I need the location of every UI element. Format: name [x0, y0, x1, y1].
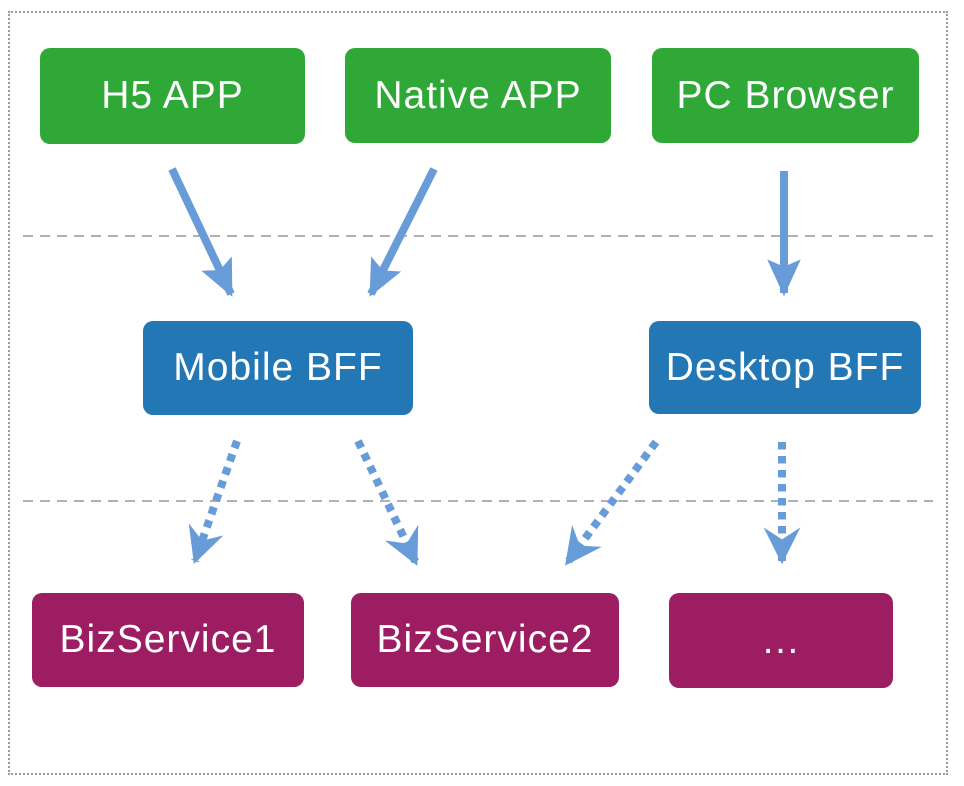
- node-native-app: Native APP: [345, 48, 611, 143]
- edge-nativeapp-to-mobilebff: [367, 167, 438, 297]
- node-desktop-bff: Desktop BFF: [649, 321, 921, 414]
- node-bizservice2: BizService2: [351, 593, 619, 687]
- edge-desktopbff-to-bizservice2: [563, 439, 660, 566]
- node-pc-browser: PC Browser: [652, 48, 919, 143]
- edge-mobilebff-to-bizservice1: [188, 439, 241, 565]
- node-h5-app: H5 APP: [40, 48, 305, 144]
- edge-mobilebff-to-bizservice2: [354, 439, 420, 566]
- node-bizservice1: BizService1: [32, 593, 304, 687]
- diagram-outer-border: [8, 11, 948, 775]
- node-bizservice-more: …: [669, 593, 893, 688]
- node-mobile-bff: Mobile BFF: [143, 321, 413, 415]
- edge-h5app-to-mobilebff: [168, 167, 235, 297]
